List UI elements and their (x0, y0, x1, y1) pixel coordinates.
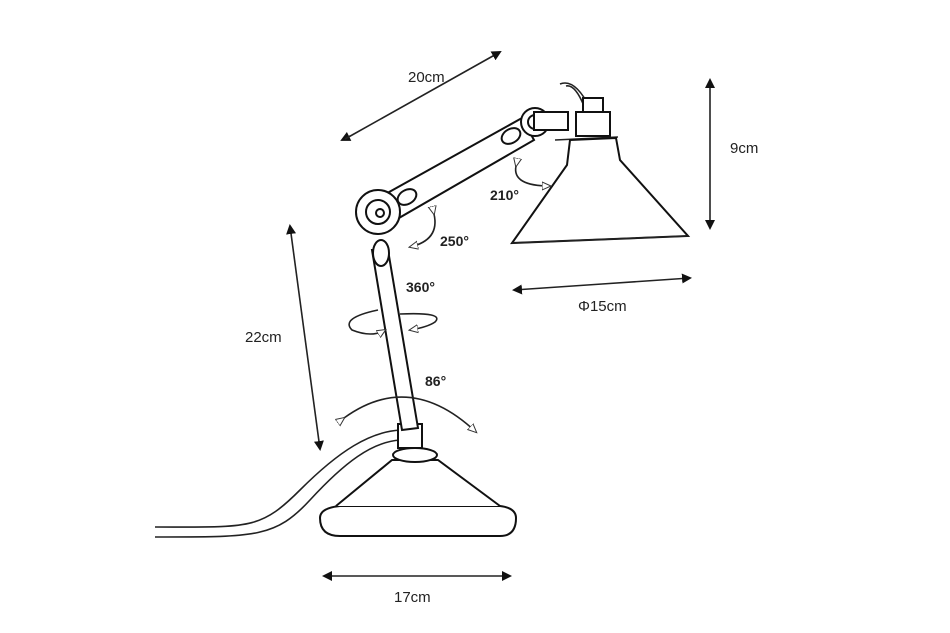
arm-length-label: 20cm (408, 69, 445, 86)
head-angle-label: 210° (490, 187, 519, 203)
lamp-base (318, 423, 518, 537)
dimension-shade-diameter: Φ15cm (512, 273, 692, 315)
stem-height-label: 22cm (245, 329, 282, 346)
rotation-head: 210° (490, 166, 550, 203)
shade-diameter-label: Φ15cm (578, 298, 627, 315)
dimension-arm-length: 20cm (340, 51, 502, 141)
lamp-shade (510, 82, 691, 245)
lower-arm (370, 239, 420, 432)
upper-arm (355, 107, 550, 235)
power-cord (154, 429, 401, 538)
dimension-shade-height: 9cm (705, 78, 758, 230)
rotation-elbow: 250° (410, 214, 469, 249)
base-diameter-label: 17cm (394, 589, 431, 606)
dimension-base-diameter: 17cm (322, 571, 512, 606)
rotation-base-tilt: 86° (344, 373, 476, 432)
base-tilt-angle-label: 86° (425, 373, 446, 389)
dimension-stem-height: 22cm (245, 224, 324, 451)
shade-height-label: 9cm (730, 140, 758, 157)
rotation-swivel: 360° (348, 279, 438, 334)
elbow-angle-label: 250° (440, 233, 469, 249)
swivel-angle-label: 360° (406, 279, 435, 295)
